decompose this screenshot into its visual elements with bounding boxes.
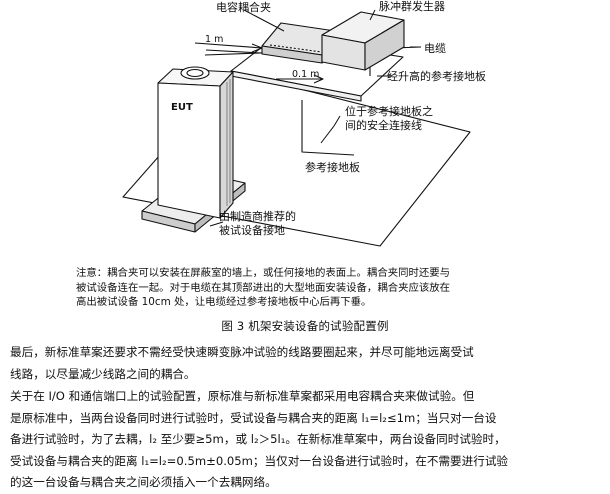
pointer-capacitive-clamp <box>243 9 285 32</box>
pointer-burst-generator <box>369 9 376 21</box>
burst-generator <box>321 11 405 71</box>
label-eut: EUT <box>171 102 193 113</box>
label-safety-ground-line-2: 间的安全连接线 <box>345 119 422 132</box>
label-burst-generator: 脉冲群发生器 <box>379 0 445 13</box>
eut-cabinet <box>157 66 234 219</box>
pointer-manufacturer-ground <box>209 221 224 227</box>
label-safety-ground-line-1: 位于参考接地板之 <box>345 105 433 118</box>
pointer-safety-line <box>320 115 341 144</box>
figure-caption: 图 3 机架安装设备的试验配置例 <box>221 319 389 333</box>
label-distance-1m: 1 m <box>205 34 224 45</box>
label-reference-ground-plate: 参考接地板 <box>305 161 360 174</box>
label-cable: 电缆 <box>424 42 446 55</box>
body-paragraph-2: 关于在 I/O 和通信端口上的试验配置，原标准与新标准草案都采用电容耦合夹来做试… <box>10 389 509 489</box>
safety-connection-line <box>301 100 355 156</box>
label-manufacturer-ground-line-1: 由制造商推荐的 <box>219 210 296 223</box>
label-raised-ground-plate: 经升高的参考接地板 <box>387 70 486 83</box>
label-distance-01m: 0.1 m <box>292 69 320 80</box>
distance-01m-marker <box>276 74 324 84</box>
figure-note: 注意：耦合夹可以安装在屏蔽室的墙上，或任何接地的表面上。耦合夹同时还要与 被试设… <box>76 267 451 309</box>
label-manufacturer-ground-line-2: 被试设备接地 <box>219 224 285 237</box>
label-capacitive-clamp: 电容耦合夹 <box>216 1 271 14</box>
body-paragraph-1: 最后，新标准草案还要求不需经受快速瞬变脉冲试验的线路要圈起来，并尽可能地远离受试… <box>10 345 474 381</box>
